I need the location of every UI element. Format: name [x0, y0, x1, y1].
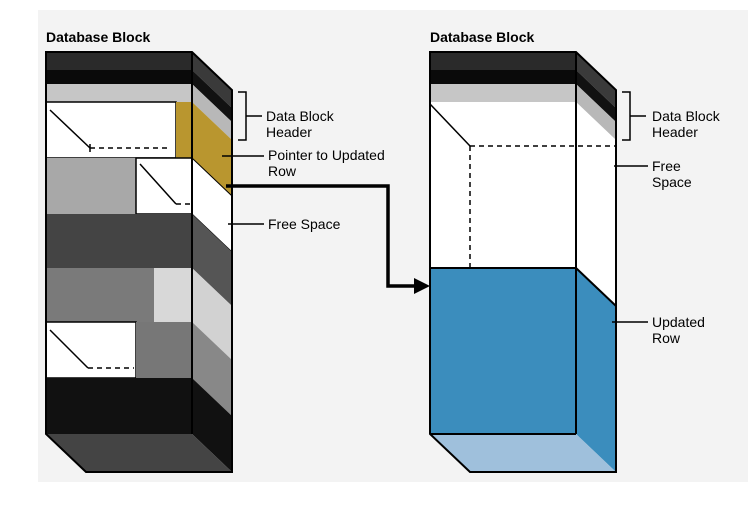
right-header-label-line1: Data Block: [652, 108, 721, 124]
left-side-stripe: [192, 70, 232, 122]
pointer-label-line1: Pointer to Updated: [268, 147, 385, 163]
left-row-6: [46, 378, 192, 434]
left-row-4-side: [192, 268, 232, 360]
left-row-1: [45, 101, 177, 159]
updated-row-bottom: [430, 434, 616, 472]
left-bottom-face: [46, 434, 232, 472]
updated-row-side: [576, 268, 616, 472]
right-header-band: [430, 84, 576, 102]
right-side-stripe: [576, 52, 616, 108]
right-top-stripe: [430, 70, 576, 84]
right-header-bracket: [622, 91, 646, 141]
pointer-label: Pointer to Updated Row: [268, 147, 389, 179]
right-top-stripe: [430, 52, 576, 70]
right-free-space-side: [576, 102, 616, 306]
left-header-label-line2: Header: [266, 124, 312, 140]
left-header-label: Data Block Header: [266, 108, 338, 140]
left-block-title: Database Block: [46, 29, 150, 45]
pointer-slot-side: [192, 102, 232, 196]
updated-row-label: Updated Row: [652, 314, 709, 346]
left-header-band: [46, 84, 192, 102]
right-header-label: Data Block Header: [652, 108, 724, 140]
left-header-bracket: [238, 91, 262, 141]
updated-row-label-line2: Row: [652, 330, 681, 346]
right-header-label-line2: Header: [652, 124, 698, 140]
left-row-3: [46, 214, 192, 268]
left-database-block: Database Block: [45, 29, 233, 473]
right-labels: Data Block Header Free Space Updated Row: [612, 91, 724, 346]
left-row-2-gray: [46, 158, 136, 214]
left-row-4-light: [154, 268, 192, 322]
right-block-title: Database Block: [430, 29, 534, 45]
pointer-arrow: [226, 184, 418, 288]
left-row-3-side: [192, 214, 232, 306]
updated-row-side-edge: [575, 267, 617, 307]
left-row-5-side: [192, 322, 232, 416]
updated-row-label-line1: Updated: [652, 314, 705, 330]
left-row-4-gray: [46, 268, 154, 322]
right-free-diag: [429, 103, 471, 147]
pointer-arrowhead: [414, 278, 430, 294]
left-labels: Data Block Header Pointer to Updated Row…: [222, 91, 389, 232]
pointer-label-line2: Row: [268, 163, 297, 179]
left-side-stripe: [192, 52, 232, 108]
left-side-header: [192, 84, 232, 140]
left-row-5-white: [45, 321, 137, 379]
pointer-slot: [176, 102, 192, 158]
left-row-5-gray: [136, 322, 192, 378]
left-row-6-side: [192, 378, 232, 472]
left-row-2-white: [135, 157, 193, 215]
updated-row-front: [430, 268, 576, 434]
right-side-stripe: [576, 70, 616, 122]
left-free-space-label: Free Space: [268, 216, 341, 232]
right-side-header: [576, 84, 616, 140]
left-row-2-diag: [139, 163, 177, 205]
left-row-1-diag: [49, 109, 91, 149]
left-row-5-diag: [49, 329, 89, 369]
right-free-space-label-line1: Free: [652, 158, 681, 174]
right-database-block: Database Block: [429, 29, 617, 473]
left-top-stripe: [46, 52, 192, 70]
right-free-space-label: Free Space: [652, 158, 692, 190]
left-header-label-line1: Data Block: [266, 108, 335, 124]
left-top-stripe: [46, 70, 192, 84]
right-free-space-label-line2: Space: [652, 174, 692, 190]
